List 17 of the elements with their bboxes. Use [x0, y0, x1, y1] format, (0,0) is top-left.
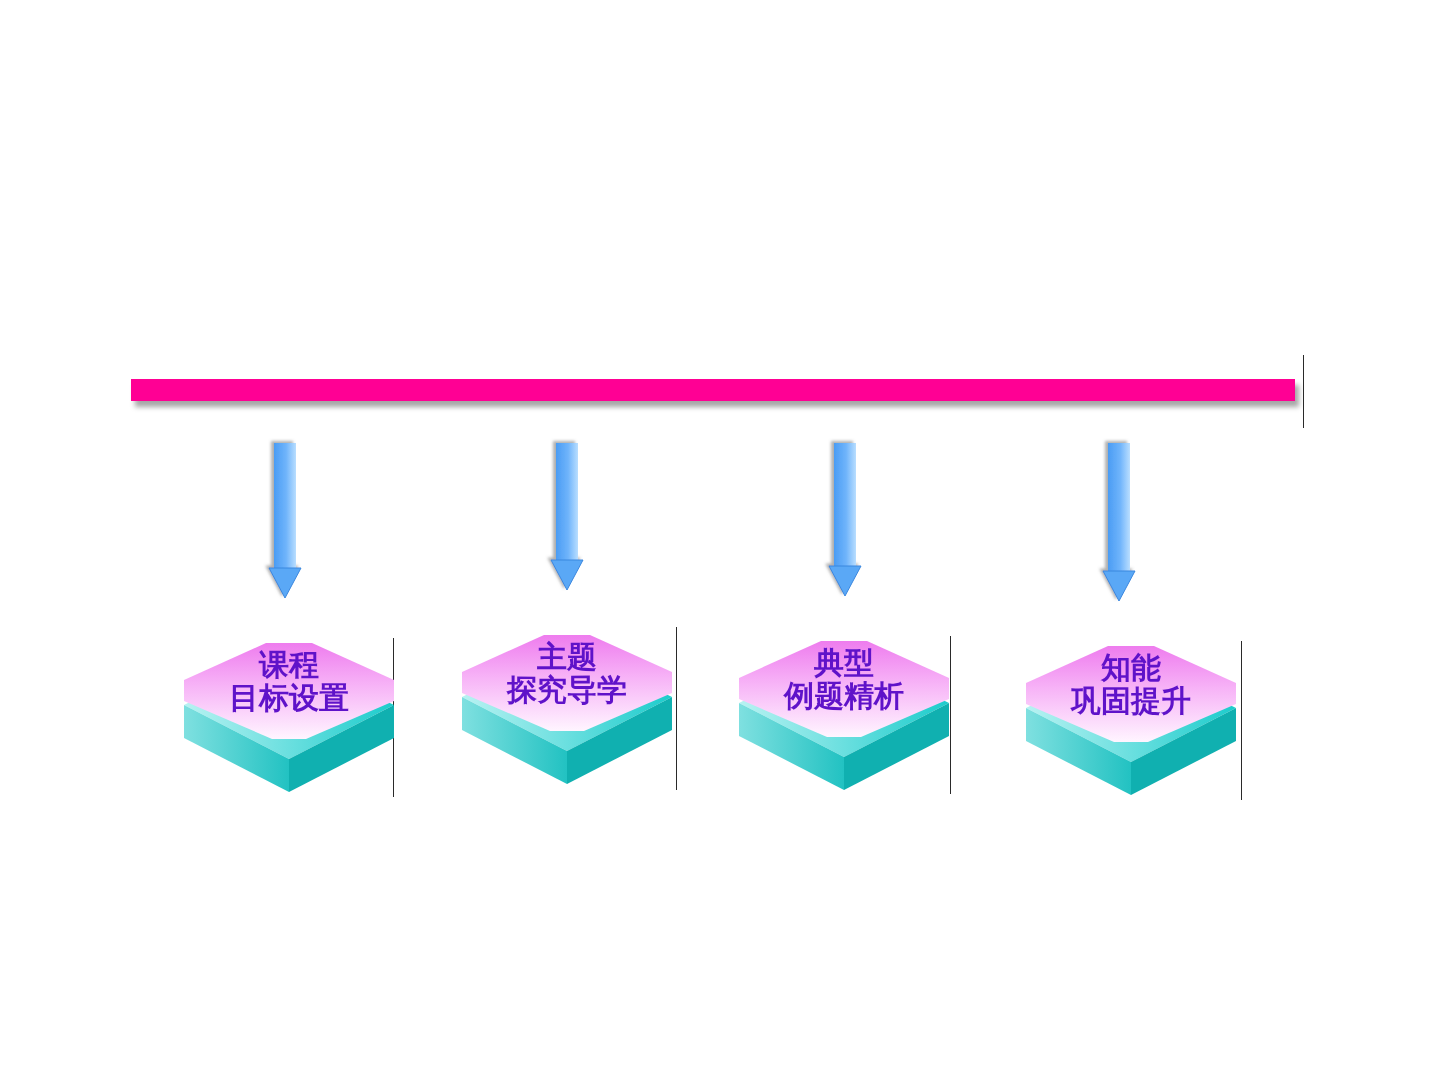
tile-label: 探究导学: [507, 674, 627, 706]
down-arrow: [268, 443, 302, 599]
tile-label: 主题: [537, 641, 597, 673]
tile-label: 课程: [259, 649, 319, 681]
tile-label: 典型: [814, 647, 874, 679]
down-arrow: [828, 443, 862, 597]
tile-label: 例题精析: [784, 680, 904, 712]
down-arrow: [1102, 443, 1136, 602]
layered-tile: [739, 641, 949, 791]
layered-tile: [184, 643, 394, 793]
layered-tile: [1026, 646, 1236, 796]
down-arrow: [550, 443, 584, 591]
tile-label: 知能: [1101, 652, 1161, 684]
tile-label: 目标设置: [229, 682, 349, 714]
tile-label: 巩固提升: [1071, 685, 1191, 717]
layered-tile: [462, 635, 672, 785]
horizontal-bar: [131, 379, 1295, 401]
